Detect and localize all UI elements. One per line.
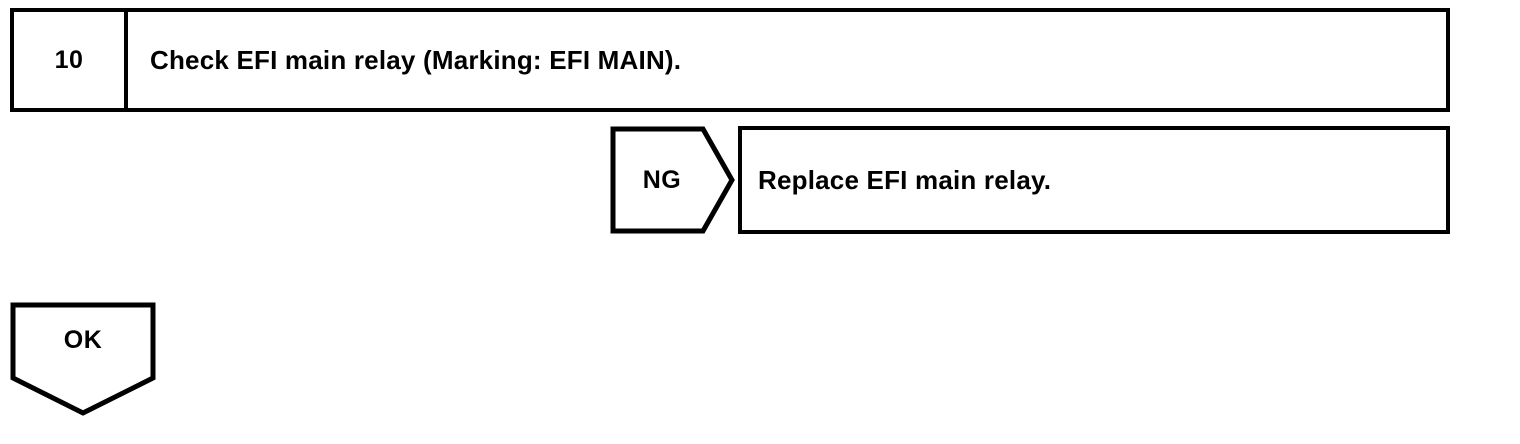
step-number: 10: [54, 45, 84, 74]
step-row: 10 Check EFI main relay (Marking: EFI MA…: [10, 8, 1450, 112]
step-description: Check EFI main relay (Marking: EFI MAIN)…: [150, 44, 682, 75]
ng-branch-label: NG: [642, 165, 682, 194]
ok-arrow-icon: [10, 302, 156, 416]
step-description-cell: Check EFI main relay (Marking: EFI MAIN)…: [132, 12, 1446, 108]
ng-branch-arrow: NG: [610, 126, 735, 234]
ok-branch-label: OK: [63, 325, 103, 354]
ng-result-text: Replace EFI main relay.: [758, 164, 1052, 195]
step-number-cell: 10: [14, 12, 128, 108]
ok-branch-arrow: OK: [10, 302, 156, 416]
ng-arrow-icon: [610, 126, 735, 234]
ng-result-box: Replace EFI main relay.: [738, 126, 1450, 234]
